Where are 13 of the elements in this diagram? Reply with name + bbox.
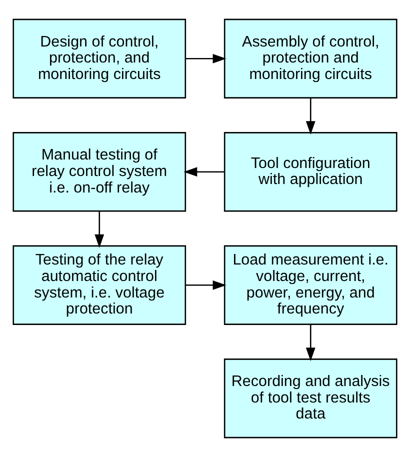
arrow: [305, 98, 315, 135]
arrow: [305, 324, 315, 362]
arrow: [185, 54, 226, 64]
node-box: Recording and analysis of tool test results data: [223, 358, 397, 438]
arrow: [185, 280, 226, 290]
node-box: Design of control, protection, and monitoring circuits: [12, 18, 186, 98]
node-box: Load measurement i.e. voltage, current, power, energy, and frequency: [223, 245, 397, 325]
node-box: Tool configuration with application: [223, 132, 397, 212]
arrow: [94, 211, 104, 248]
node-box: Manual testing of relay control system i.e. on-off relay: [12, 132, 186, 212]
node-box: Assembly of control, protection and monitoring circuits: [223, 18, 397, 98]
arrow: [183, 167, 224, 177]
node-box: Testing of the relay automatic control system, i.e. voltage protection: [12, 245, 186, 325]
